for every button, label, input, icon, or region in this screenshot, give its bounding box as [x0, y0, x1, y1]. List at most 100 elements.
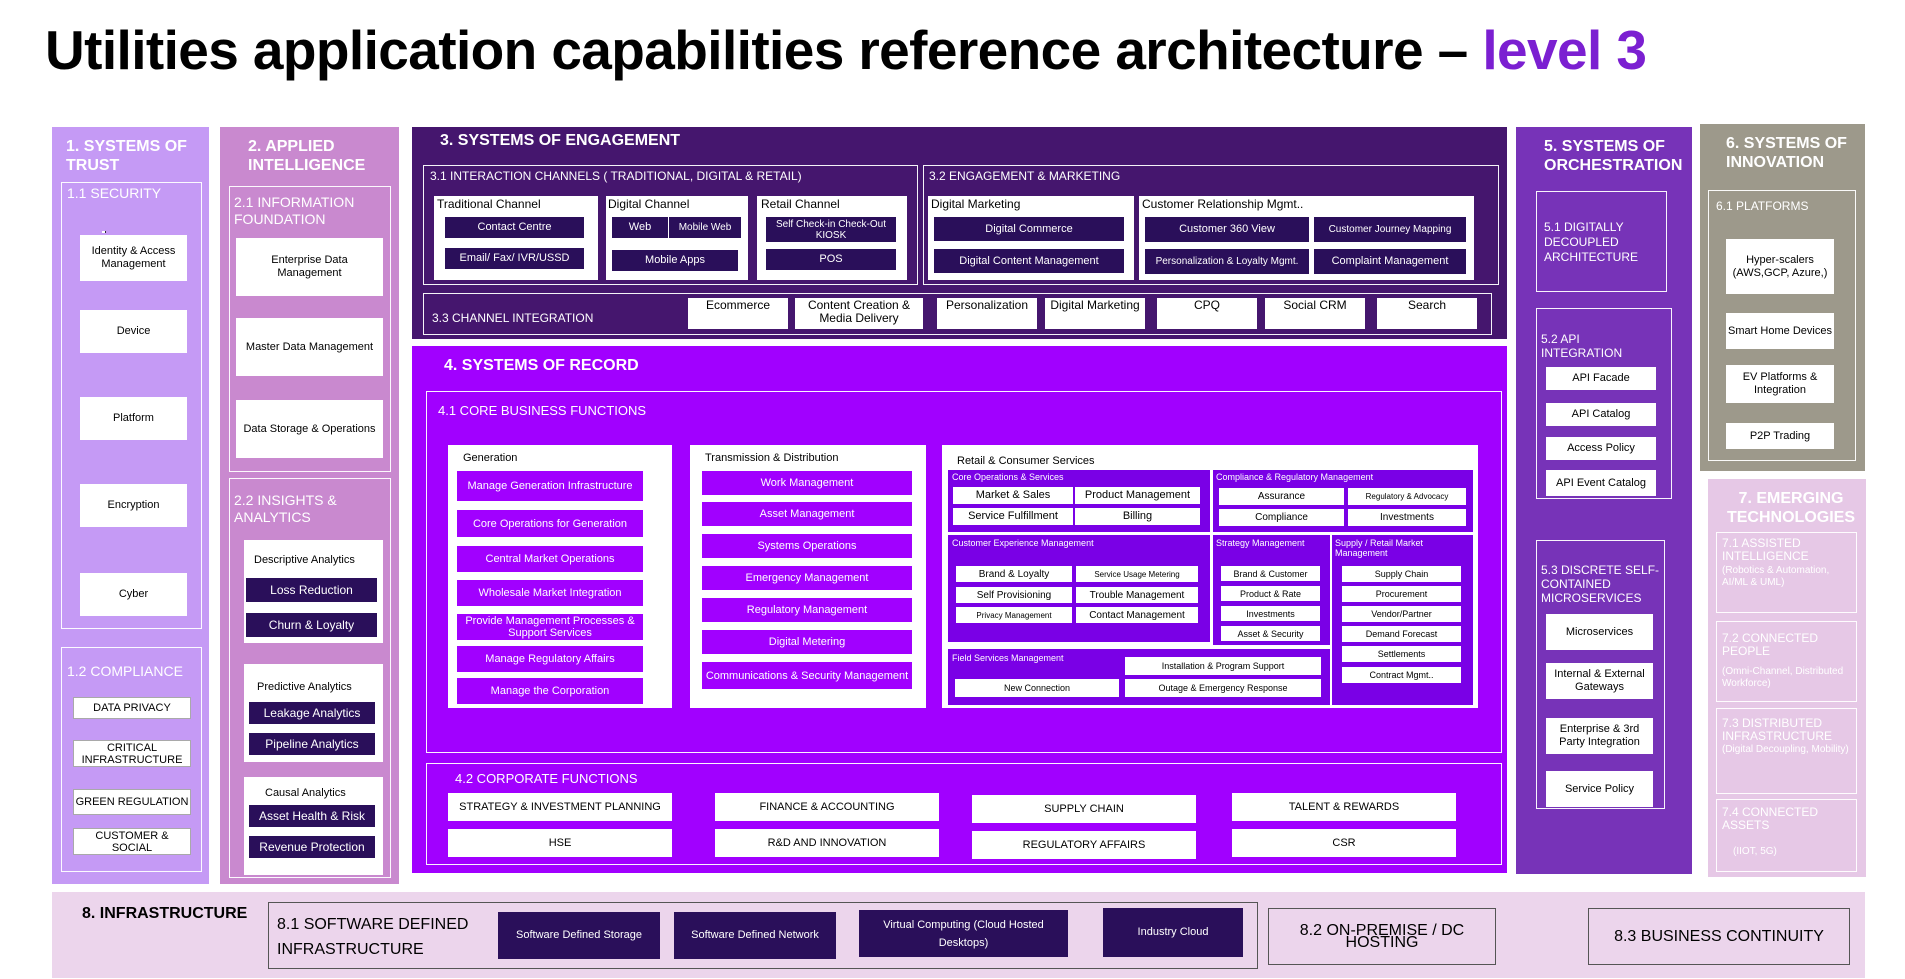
- insights-section: 2.2 INSIGHTS & ANALYTICS: [229, 478, 391, 878]
- emerging-heading: 7. EMERGING TECHNOLOGIES: [1726, 490, 1855, 526]
- compliance-green-reg: GREEN REGULATION: [73, 789, 191, 815]
- descriptive-label: Descriptive Analytics: [254, 554, 355, 566]
- ci-content-creation: Content Creation & Media Delivery: [795, 298, 923, 329]
- digital-commerce: Digital Commerce: [934, 217, 1124, 241]
- ev-platforms: EV Platforms & Integration: [1726, 365, 1834, 403]
- corp-talent: TALENT & REWARDS: [1232, 793, 1456, 821]
- foundation-heading: 2.1 INFORMATION FOUNDATION: [234, 194, 355, 227]
- field-label: Field Services Management: [952, 653, 1064, 663]
- platforms-heading: 6.1 PLATFORMS: [1716, 199, 1809, 213]
- transmission-label: Transmission & Distribution: [705, 452, 839, 464]
- strategy-label: Strategy Management: [1216, 538, 1305, 548]
- applied-heading: 2. APPLIED INTELLIGENCE: [248, 138, 366, 174]
- td-work: Work Management: [702, 471, 912, 495]
- security-cyber: Cyber: [80, 573, 187, 616]
- reg-advocacy: Regulatory & Advocacy: [1348, 488, 1466, 505]
- security-identity: Identity & Access Management: [80, 235, 187, 281]
- vendor-partner-box: Vendor/Partner: [1342, 606, 1461, 622]
- cx-label: Customer Experience Management: [952, 538, 1094, 548]
- predictive-label: Predictive Analytics: [257, 681, 352, 693]
- people-desc: (Omni-Channel, Distributed Workforce): [1722, 666, 1844, 689]
- traditional-label: Traditional Channel: [437, 197, 541, 211]
- ci-search: Search: [1377, 298, 1477, 329]
- corp-rd: R&D AND INNOVATION: [715, 829, 939, 857]
- new-connection-box: New Connection: [955, 679, 1119, 697]
- smart-home: Smart Home Devices: [1726, 313, 1834, 349]
- service-policy: Service Policy: [1546, 771, 1653, 807]
- market-sales: Market & Sales: [953, 487, 1073, 504]
- sdi-section: [268, 902, 1258, 969]
- core-heading: 4.1 CORE BUSINESS FUNCTIONS: [438, 403, 647, 418]
- emerging-technologies: 7. EMERGING TECHNOLOGIES: [1708, 479, 1866, 877]
- leakage-analytics: Leakage Analytics: [249, 702, 375, 724]
- core-section: [426, 391, 1502, 753]
- record-heading: 4. SYSTEMS OF RECORD: [444, 357, 639, 374]
- compliance-section: 1.2 COMPLIANCE: [61, 647, 202, 872]
- trouble-mgmt: Trouble Management: [1076, 587, 1198, 603]
- security-section: 1.1 SECURITY Identity & Access Managemen…: [61, 182, 202, 629]
- td-regulatory: Regulatory Management: [702, 598, 912, 622]
- digital-content-mgmt: Digital Content Management: [934, 249, 1124, 273]
- customer-360: Customer 360 View: [1145, 217, 1309, 242]
- corp-strategy: STRATEGY & INVESTMENT PLANNING: [448, 793, 672, 821]
- emerging-infra: [1716, 708, 1857, 794]
- installation-box: Installation & Program Support: [1125, 657, 1321, 675]
- ci-personalization: Personalization: [937, 298, 1037, 329]
- emerging-people: [1716, 621, 1857, 702]
- contact-mgmt: Contact Management: [1076, 607, 1198, 623]
- compliance-customer-social: CUSTOMER & SOCIAL: [73, 828, 191, 855]
- retail-consumer-label: Retail & Consumer Services: [957, 455, 1095, 467]
- investments-box: Investments: [1348, 509, 1466, 526]
- gen-infra: Manage Generation Infrastructure: [457, 471, 643, 501]
- brand-customer: Brand & Customer: [1221, 566, 1320, 581]
- td-metering: Digital Metering: [702, 630, 912, 654]
- infrastructure-heading: 8. INFRASTRUCTURE: [82, 905, 248, 922]
- page-title: Utilities application capabilities refer…: [45, 18, 1647, 82]
- business-continuity: 8.3 BUSINESS CONTINUITY: [1588, 908, 1850, 965]
- customer-journey: Customer Journey Mapping: [1314, 217, 1466, 242]
- microservices: Microservices: [1546, 614, 1653, 650]
- td-asset: Asset Management: [702, 502, 912, 526]
- corporate-section: [426, 763, 1502, 865]
- corp-hse: HSE: [448, 829, 672, 857]
- api-catalog: API Catalog: [1546, 403, 1656, 426]
- assets-title: 7.4 CONNECTED ASSETS: [1722, 805, 1819, 832]
- channel-integration-heading: 3.3 CHANNEL INTEGRATION: [432, 311, 594, 325]
- outage-box: Outage & Emergency Response: [1125, 679, 1321, 697]
- security-heading: 1.1 SECURITY: [67, 185, 162, 201]
- title-highlight: level 3: [1482, 19, 1647, 81]
- generation-label: Generation: [463, 452, 518, 464]
- gen-wholesale: Wholesale Market Integration: [457, 580, 643, 606]
- foundation-storage: Data Storage & Operations: [236, 400, 383, 458]
- gateways: Internal & External Gateways: [1546, 663, 1653, 699]
- foundation-section: 2.1 INFORMATION FOUNDATION: [229, 186, 391, 472]
- insights-heading: 2.2 INSIGHTS & ANALYTICS: [234, 492, 337, 525]
- gen-management-processes: Provide Management Processes & Support S…: [457, 614, 643, 640]
- systems-of-innovation: 6. SYSTEMS OF INNOVATION: [1700, 124, 1865, 471]
- assisted-desc: (Robotics & Automation, AI/ML & UML): [1722, 565, 1830, 588]
- corp-supply: SUPPLY CHAIN: [972, 795, 1196, 823]
- foundation-edm: Enterprise Data Management: [236, 238, 383, 296]
- marketing-section: [923, 165, 1499, 285]
- ci-cpq: CPQ: [1157, 298, 1257, 329]
- api-heading: 5.2 API INTEGRATION: [1541, 332, 1623, 360]
- contact-centre: Contact Centre: [445, 217, 584, 238]
- digital-marketing-label: Digital Marketing: [931, 197, 1021, 211]
- channels-heading: 3.1 INTERACTION CHANNELS ( TRADITIONAL, …: [430, 169, 802, 183]
- corporate-heading: 4.2 CORPORATE FUNCTIONS: [455, 771, 638, 786]
- p2p-trading: P2P Trading: [1726, 423, 1834, 449]
- engagement-heading: 3. SYSTEMS OF ENGAGEMENT: [440, 132, 681, 149]
- micro-heading: 5.3 DISCRETE SELF-CONTAINED MICROSERVICE…: [1541, 563, 1660, 605]
- enterprise-integration: Enterprise & 3rd Party Integration: [1546, 718, 1653, 754]
- core-ops-label: Core Operations & Services: [952, 472, 1064, 482]
- causal-label: Causal Analytics: [265, 787, 346, 799]
- ci-social-crm: Social CRM: [1265, 298, 1365, 329]
- retail-channel-label: Retail Channel: [761, 197, 840, 211]
- complaint-mgmt: Complaint Management: [1314, 249, 1466, 274]
- service-usage: Service Usage Metering: [1076, 566, 1198, 582]
- pos-box: POS: [766, 249, 896, 270]
- gen-core-ops: Core Operations for Generation: [457, 510, 643, 537]
- strategy-investments: Investments: [1221, 606, 1320, 621]
- asset-health: Asset Health & Risk: [249, 805, 375, 827]
- access-policy: Access Policy: [1546, 437, 1656, 460]
